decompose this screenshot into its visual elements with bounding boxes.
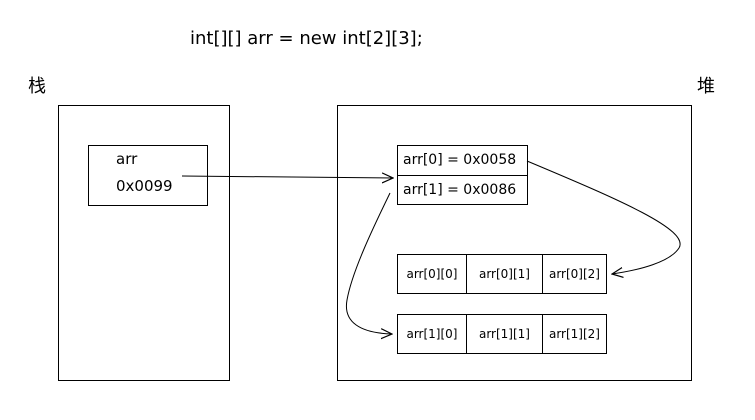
outer-array-cell-1-label: arr[1] = 0x0086 bbox=[403, 182, 517, 198]
outer-array-cell-1 bbox=[397, 175, 528, 205]
inner-array-1-cell-0: arr[1][0] bbox=[397, 314, 467, 354]
code-line: int[][] arr = new int[2][3]; bbox=[190, 28, 423, 49]
stack-variable-box bbox=[88, 145, 208, 206]
stack-label: 栈 bbox=[28, 76, 46, 97]
stack-variable-name: arr bbox=[116, 150, 138, 168]
arrow-stack-to-outer-array bbox=[181, 176, 393, 178]
arrow-arr0-to-row0 bbox=[526, 160, 681, 274]
stack-variable-address: 0x0099 bbox=[116, 177, 173, 195]
arrow-arr1-to-row1 bbox=[345, 192, 392, 334]
inner-array-1-cell-1: arr[1][1] bbox=[466, 314, 543, 354]
inner-array-0-cell-2: arr[0][2] bbox=[542, 254, 607, 294]
inner-array-0-cell-0: arr[0][0] bbox=[397, 254, 467, 294]
heap-label: 堆 bbox=[697, 76, 715, 97]
inner-array-1-cell-2: arr[1][2] bbox=[542, 314, 607, 354]
outer-array-cell-0-label: arr[0] = 0x0058 bbox=[403, 152, 517, 168]
inner-array-0-cell-1: arr[0][1] bbox=[466, 254, 543, 294]
